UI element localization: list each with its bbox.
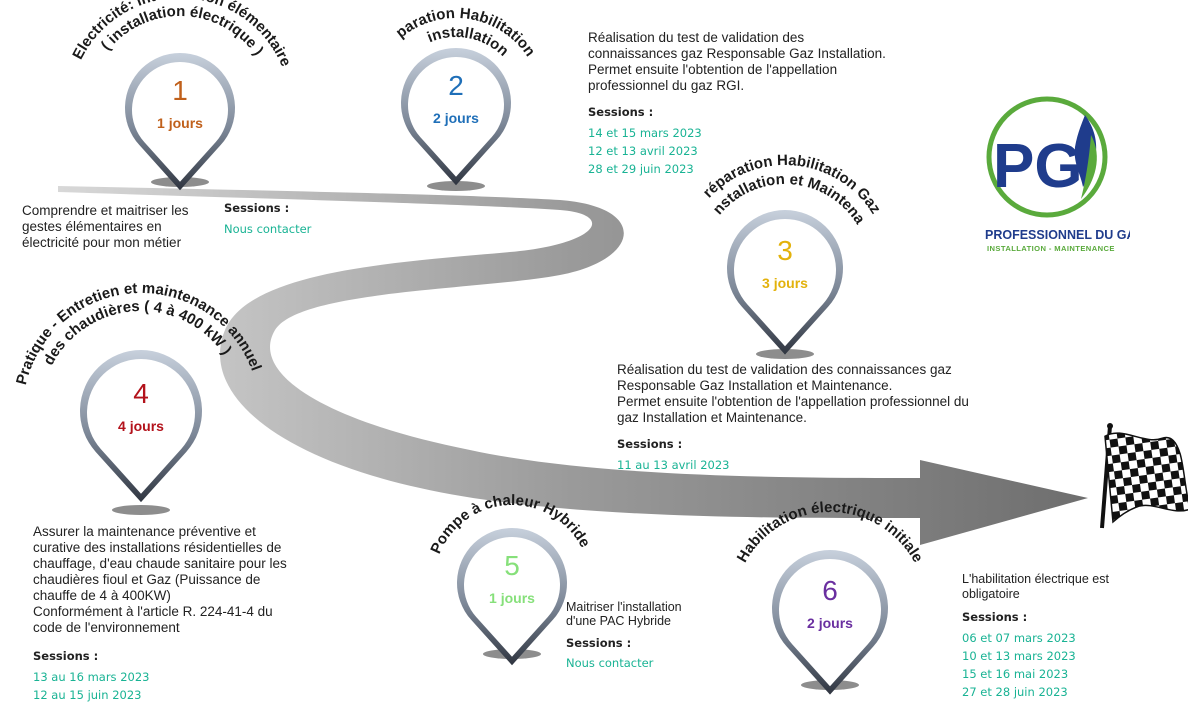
pin-face [132, 61, 229, 182]
session-date: 06 et 07 mars 2023 [962, 631, 1076, 645]
session-date: 15 et 16 mai 2023 [962, 667, 1069, 681]
desc-line: Comprendre et maitriser les [22, 203, 189, 218]
step-1-description: Comprendre et maitriser les gestes éléme… [22, 203, 222, 251]
pin-face [408, 57, 504, 177]
flag-pole-tip [1107, 423, 1113, 429]
desc-line: chaudières fioul et Gaz (Puissance de [33, 572, 261, 587]
step-3-description: Réalisation du test de validation des co… [617, 362, 1037, 474]
desc-line: d'une PAC Hybride [566, 614, 671, 628]
logo-subtitle: INSTALLATION - MAINTENANCE [987, 244, 1115, 253]
desc-line: connaissances gaz Responsable Gaz Instal… [588, 46, 886, 61]
step-6-description: L'habilitation électrique est obligatoir… [962, 572, 1162, 701]
step-duration: 4 jours [118, 418, 164, 434]
session-date: 28 et 29 juin 2023 [588, 162, 694, 176]
step-1-pin: 1 1 jours [124, 52, 235, 191]
desc-line: gestes élémentaires en [22, 219, 162, 234]
desc-line: Maitriser l'installation [566, 600, 682, 614]
step-1-sessions: Sessions : Nous contacter [224, 190, 311, 238]
flag-cloth [1104, 432, 1188, 524]
step-number: 2 [448, 70, 464, 101]
desc-line: Responsable Gaz Installation et Maintena… [617, 378, 893, 393]
desc-line: chauffage, d'eau chaude sanitaire pour l… [33, 556, 287, 571]
desc-line: Conformément à l'article R. 224-41-4 du [33, 604, 273, 619]
desc-line: Permet ensuite l'obtention de l'appellat… [588, 62, 838, 77]
session-date: 12 et 13 avril 2023 [588, 144, 698, 158]
session-date: Nous contacter [566, 656, 654, 670]
desc-line: Réalisation du test de validation des co… [617, 362, 952, 377]
sessions-label: Sessions : [962, 610, 1028, 624]
pin-shadow [112, 505, 170, 515]
checkered-flag-icon [1100, 423, 1188, 529]
desc-line: obligatoire [962, 587, 1020, 601]
step-duration: 1 jours [489, 590, 535, 606]
step-4-title: Pratique - Entretien et maintenance annu… [13, 280, 264, 387]
desc-line: Assurer la maintenance préventive et [33, 524, 256, 539]
sessions-label: Sessions : [224, 201, 290, 215]
flame-accent-icon [1081, 135, 1097, 199]
pin-shadow [427, 181, 485, 191]
desc-line: professionnel du gaz RGI. [588, 78, 745, 93]
step-4-description: Assurer la maintenance préventive et cur… [33, 524, 333, 704]
session-date: Nous contacter [224, 222, 312, 236]
step-2-pin: 2 2 jours [400, 47, 511, 191]
step-5-title: Pompe à chaleur Hybride [427, 492, 593, 556]
step-6-title: Habilitation électrique initiale [734, 499, 927, 565]
session-date: 27 et 28 juin 2023 [962, 685, 1068, 699]
sessions-label: Sessions : [617, 437, 683, 451]
desc-line: Réalisation du test de validation des [588, 30, 805, 45]
sessions-label: Sessions : [566, 636, 632, 650]
desc-line: curative des installations résidentielle… [33, 540, 282, 555]
step-number: 3 [777, 235, 793, 266]
desc-line: chauffe de 4 à 400KW) [33, 588, 171, 603]
step-3-pin: 3 3 jours [727, 210, 843, 359]
desc-line: électricité pour mon métier [22, 235, 182, 250]
session-date: 11 au 13 avril 2023 [617, 458, 730, 472]
desc-line: L'habilitation électrique est [962, 572, 1109, 586]
step-5-pin: 5 1 jours [457, 528, 568, 666]
step-number: 1 [172, 75, 188, 106]
step-5-description: Maitriser l'installation d'une PAC Hybri… [566, 600, 746, 672]
step-duration: 2 jours [807, 615, 853, 631]
step-number: 5 [504, 550, 520, 581]
logo-name: PROFESSIONNEL DU GAZ [985, 228, 1130, 242]
step-2-description: Réalisation du test de validation des co… [588, 30, 948, 178]
session-date: 10 et 13 mars 2023 [962, 649, 1076, 663]
session-date: 14 et 15 mars 2023 [588, 126, 702, 140]
session-date: 13 au 16 mars 2023 [33, 670, 150, 684]
pin-face [464, 537, 561, 657]
logo-ring [986, 96, 1108, 218]
pg-logo: PG PROFESSIONNEL DU GAZ INSTALLATION - M… [985, 96, 1130, 253]
step-duration: 3 jours [762, 275, 808, 291]
step-number: 4 [133, 378, 149, 409]
logo-letters: PG [993, 132, 1083, 201]
pin-face [733, 219, 836, 347]
desc-line: code de l'environnement [33, 620, 180, 635]
step-duration: 2 jours [433, 110, 479, 126]
desc-line: gaz Installation et Maintenance. [617, 410, 807, 425]
step-number: 6 [822, 575, 838, 606]
desc-line: Permet ensuite l'obtention de l'appellat… [617, 394, 969, 409]
sessions-label: Sessions : [33, 649, 99, 663]
step-6-pin: 6 2 jours [772, 550, 889, 695]
pin-face [779, 558, 881, 687]
session-date: 12 au 15 juin 2023 [33, 688, 142, 702]
sessions-label: Sessions : [588, 105, 654, 119]
pin-face [87, 359, 195, 494]
step-duration: 1 jours [157, 115, 203, 131]
road-path [58, 186, 1088, 545]
step-4-pin: 4 4 jours [80, 349, 202, 515]
